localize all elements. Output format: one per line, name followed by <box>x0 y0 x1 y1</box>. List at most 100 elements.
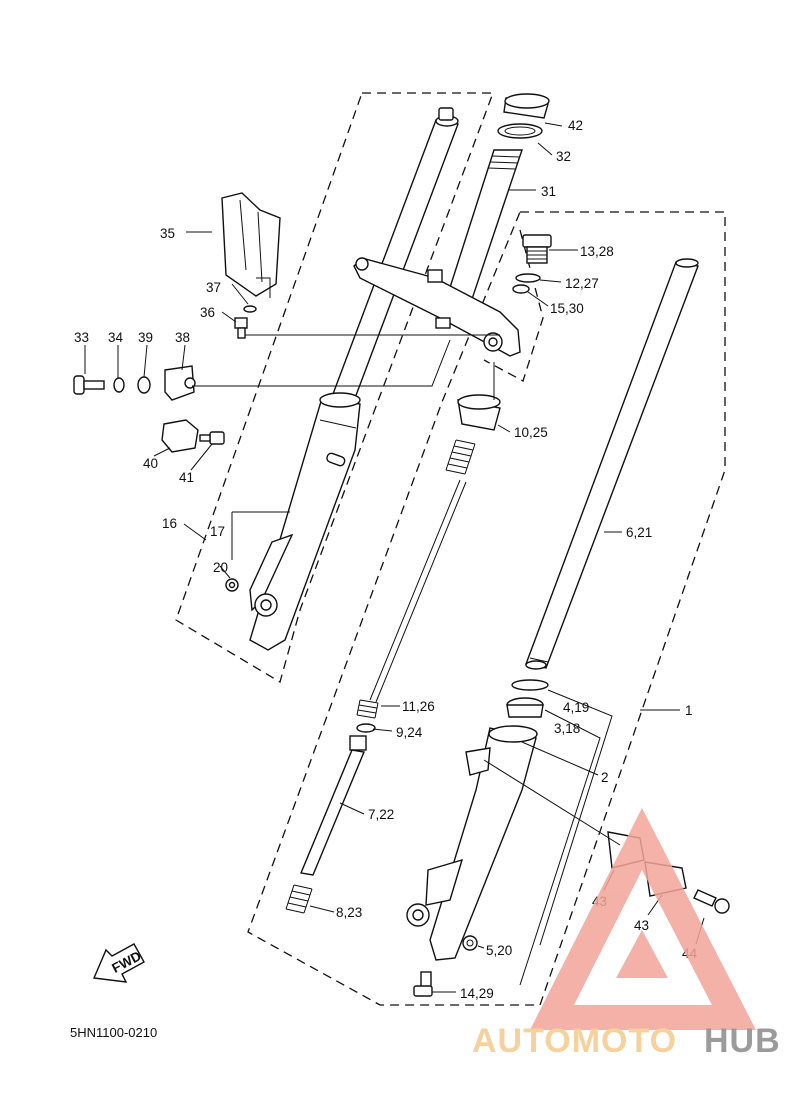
label-9-24: 9,24 <box>396 725 423 740</box>
stem-threads <box>487 149 522 170</box>
ring-32 <box>497 123 543 139</box>
outer-tube-2-top <box>488 725 538 743</box>
label-41: 41 <box>179 470 194 485</box>
bracket-lug <box>427 269 443 283</box>
bracket-35-fold2 <box>257 211 263 283</box>
label-31: 31 <box>541 184 556 199</box>
left-axle-hole <box>260 599 272 611</box>
spring-11 <box>356 699 379 719</box>
label-42: 42 <box>568 118 583 133</box>
cap-bolt-13-head <box>522 234 552 248</box>
dust-seal-42-top <box>504 93 550 109</box>
fwd-arrow: FWD <box>92 943 145 983</box>
label-1: 1 <box>685 703 693 718</box>
diagram-code: 5HN1100-0210 <box>70 1025 157 1040</box>
watermark: AUTOMOTO HUB <box>472 808 781 1060</box>
steering-stem-31 <box>445 149 523 306</box>
fwd-arrow-icon <box>92 943 145 983</box>
o-ring-12 <box>515 273 541 283</box>
left-outer-tube-top <box>319 392 361 408</box>
oil-seal-3-body <box>506 704 544 718</box>
label-33: 33 <box>74 330 89 345</box>
inner-tube-body <box>525 261 699 669</box>
inner-tube-groove <box>529 657 549 663</box>
under-bracket <box>353 257 521 357</box>
left-inner-tube <box>332 119 459 399</box>
circlip-4 <box>511 679 549 691</box>
washer-39 <box>137 376 151 394</box>
bracket-clamp-hole <box>488 337 498 347</box>
label-36: 36 <box>200 305 215 320</box>
label-5-20: 5,20 <box>486 943 512 958</box>
label-11-26: 11,26 <box>402 699 435 714</box>
watermark-brand-part2: HUB <box>704 1022 781 1060</box>
spring-8 <box>285 884 313 914</box>
ring-9 <box>356 723 376 733</box>
left-fork-assembly <box>225 107 459 651</box>
label-7-22: 7,22 <box>368 807 394 822</box>
label-43-b: 43 <box>634 918 649 933</box>
label-13-28: 13,28 <box>580 244 614 259</box>
bolt-44-shank <box>693 889 717 907</box>
spring-axis-line-2 <box>375 481 467 703</box>
piston-ring-7 <box>349 735 367 751</box>
gasket-5-hole <box>466 939 474 947</box>
label-35: 35 <box>160 226 175 241</box>
watermark-triangle-logo <box>530 808 756 1030</box>
bracket-35 <box>221 192 281 297</box>
label-8-23: 8,23 <box>336 905 362 920</box>
label-15-30: 15,30 <box>550 301 584 316</box>
caliper-bracket <box>425 858 464 906</box>
spring-upper <box>445 439 476 475</box>
right-outer-tube-assembly <box>406 679 549 997</box>
label-37: 37 <box>206 280 221 295</box>
label-12-27: 12,27 <box>565 276 599 291</box>
gasket-5 <box>462 935 478 951</box>
right-axle-hole <box>412 909 424 921</box>
label-17: 17 <box>210 524 225 539</box>
bolt-41-shank <box>199 434 211 442</box>
outer-tube-2-lug <box>465 747 491 776</box>
collar-15 <box>512 284 530 294</box>
bolt-44-head <box>714 898 730 914</box>
bolt-33-head <box>73 375 85 395</box>
left-outer-band <box>319 419 357 429</box>
watermark-triangle-inner <box>616 930 668 978</box>
damper-parts <box>285 394 501 914</box>
watermark-brand-part1: AUTOMOTO <box>472 1022 677 1060</box>
label-4-19: 4,19 <box>563 700 589 715</box>
right-inner-tube-6-21 <box>525 258 699 670</box>
label-32: 32 <box>556 149 571 164</box>
label-3-18: 3,18 <box>554 721 580 736</box>
bolt-14-head <box>413 985 433 997</box>
bolt-36-head <box>234 317 248 329</box>
washer-20-hole <box>228 581 236 589</box>
label-20: 20 <box>213 560 228 575</box>
bolt-41-head <box>209 431 225 445</box>
label-14-29: 14,29 <box>460 986 494 1001</box>
callout-labels: 42 32 31 13,28 12,27 15,30 10,25 6,21 1 … <box>74 118 698 1001</box>
label-2: 2 <box>601 770 609 785</box>
label-39: 39 <box>138 330 153 345</box>
steering-stem-assembly <box>353 93 550 357</box>
bracket-clamp-left <box>355 257 369 271</box>
clip-38 <box>164 365 195 401</box>
bracket-35-fold <box>239 199 247 271</box>
clamp-40 <box>161 419 199 453</box>
bracket-lug-lower <box>435 317 451 329</box>
label-34: 34 <box>108 330 124 345</box>
inner-tube-bottom <box>525 660 547 670</box>
inner-fork-group-outline <box>247 211 726 1006</box>
damper-rod-7 <box>300 749 365 876</box>
left-tube-bolt <box>438 107 454 121</box>
label-38: 38 <box>175 330 190 345</box>
washer-34 <box>113 377 125 393</box>
label-16: 16 <box>162 516 177 531</box>
bolt-33-shank <box>83 380 105 390</box>
label-40: 40 <box>143 456 158 471</box>
label-6-21: 6,21 <box>626 525 652 540</box>
ring-32-inner <box>504 126 536 136</box>
outer-fork-group-outline <box>175 92 494 683</box>
left-outer-slot <box>326 452 346 467</box>
